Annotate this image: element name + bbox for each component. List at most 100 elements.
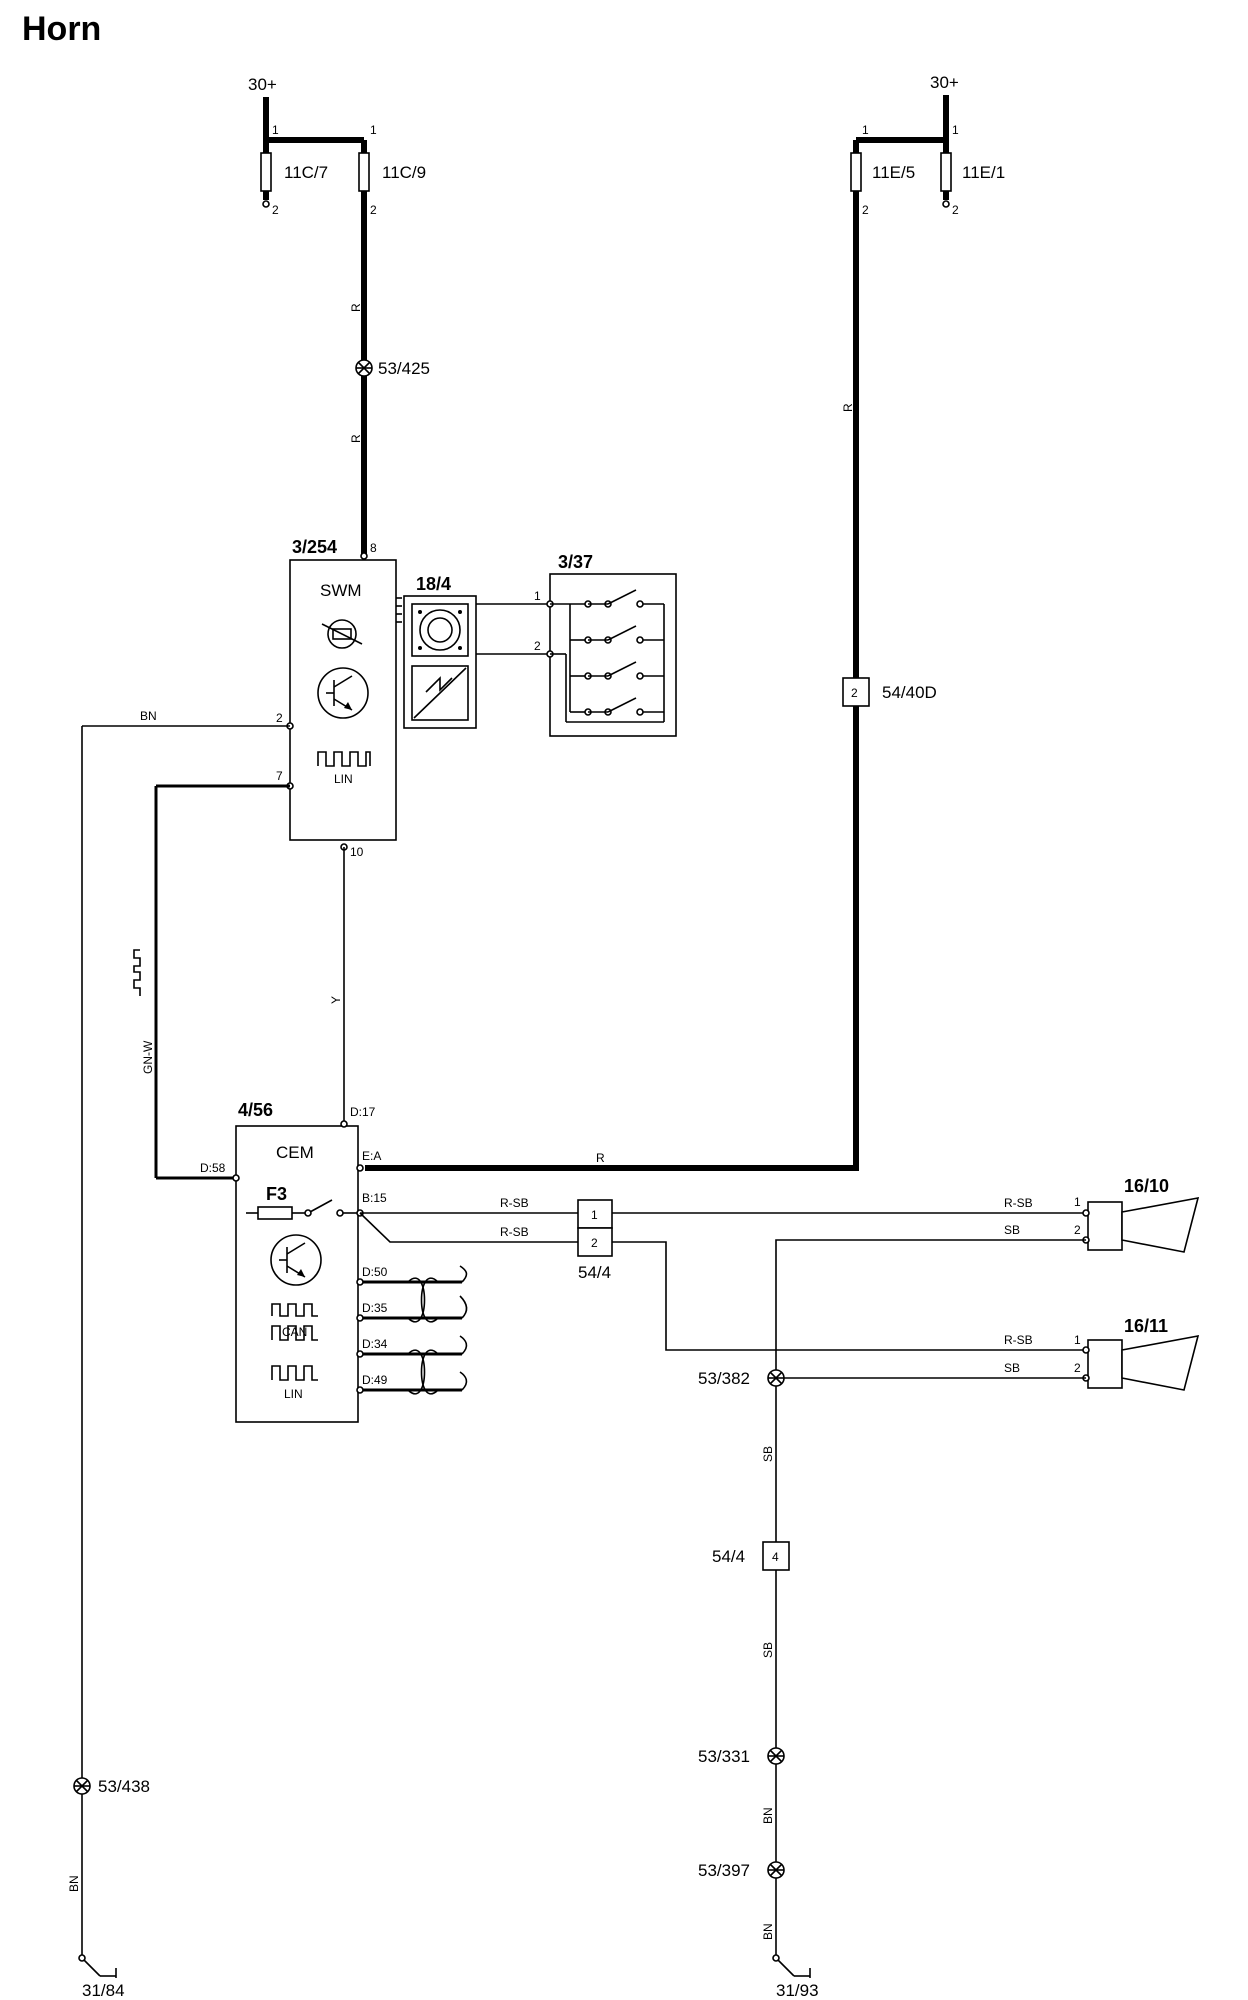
- wire-sb-horn-ground: SB SB 53/382 SB 4 54/4 SB 53/331 BN 53/3…: [698, 1223, 1086, 2000]
- wire-color-rsb-3: R-SB: [1004, 1196, 1033, 1210]
- fuse-11c9: [358, 152, 370, 192]
- connector-54-40d-pin: 2: [851, 686, 858, 700]
- horn-button-icon: [419, 609, 461, 651]
- connector-54-4-lower-label: 54/4: [712, 1547, 745, 1566]
- clock-spring-id: 18/4: [416, 574, 451, 594]
- horn-switch-id: 3/37: [558, 552, 593, 572]
- splice-53-382-label: 53/382: [698, 1369, 750, 1388]
- swm-name: SWM: [320, 581, 362, 600]
- wire-r-swm-supply: R 53/425 R: [349, 191, 430, 556]
- horn-16-11-id: 16/11: [1124, 1316, 1168, 1336]
- swm-box: [289, 559, 397, 841]
- connector-54-4-pin1: [577, 1199, 613, 1229]
- splice-53-331-label: 53/331: [698, 1747, 750, 1766]
- horn-16-10-pin-2: 2: [1074, 1223, 1081, 1237]
- wire-color-rsb-1: R-SB: [500, 1196, 529, 1210]
- steering-wheel-icon: [327, 619, 357, 649]
- wire-bn-swm-ground: BN 53/438 BN 31/84: [67, 709, 290, 2000]
- wire-color-r-4: R: [596, 1151, 605, 1165]
- diagram-title: Horn: [22, 10, 101, 48]
- switch-contacts: [584, 589, 644, 716]
- cem-pin-d34: D:34: [362, 1337, 388, 1351]
- connector-54-4-label: 54/4: [578, 1263, 611, 1282]
- lightning-icon: [425, 676, 453, 693]
- fuse-11c7-label: 11C/7: [284, 163, 328, 182]
- cem-fuse-f3-label: F3: [266, 1184, 287, 1204]
- can-signal-icon-2: [271, 1325, 318, 1341]
- can-lin-bus-wires: [363, 1265, 468, 1395]
- cem-pin-d17: D:17: [350, 1105, 376, 1119]
- splice-53-397-label: 53/397: [698, 1861, 750, 1880]
- horn-16-11-pin-2: 2: [1074, 1361, 1081, 1375]
- connector-54-40d: [842, 677, 870, 707]
- right-supply: 30+ 1 2 11E/5 1 2 11E/1: [850, 73, 1005, 217]
- cem-module: 4/56 D:17 CEM D:58 E:A F3 B:15 CAN LIN: [200, 1100, 468, 1423]
- swm-pin-8: 8: [370, 541, 377, 555]
- cem-pin-ea: E:A: [362, 1149, 381, 1163]
- pin-11c9-1: 1: [370, 123, 377, 137]
- horn-16-11-body: [1087, 1339, 1123, 1389]
- cem-pin-d49: D:49: [362, 1373, 388, 1387]
- cem-can-label: CAN: [282, 1325, 307, 1339]
- connector-54-4-pin2-label: 2: [591, 1236, 598, 1250]
- wire-color-bn-4: BN: [761, 1923, 775, 1940]
- cem-id: 4/56: [238, 1100, 273, 1120]
- wire-color-bn-3: BN: [761, 1807, 775, 1824]
- wire-y: Y: [329, 847, 345, 1122]
- wire-color-rsb-4: R-SB: [1004, 1333, 1033, 1347]
- connector-54-4-pin4-label: 4: [772, 1550, 779, 1564]
- fuse-11e1-label: 11E/1: [962, 163, 1005, 182]
- pin-11c7-1: 1: [272, 123, 279, 137]
- horn-16-10-id: 16/10: [1124, 1176, 1169, 1196]
- supply-30-right-label: 30+: [930, 73, 959, 92]
- cem-pin-d35: D:35: [362, 1301, 388, 1315]
- pin-11c7-2: 2: [272, 203, 279, 217]
- cem-name: CEM: [276, 1143, 314, 1162]
- connector-54-4-pin1-label: 1: [591, 1208, 598, 1222]
- swm-module: 3/254 8 SWM LIN 2 7 10: [276, 537, 402, 859]
- cem-lin-signal-icon: [271, 1365, 318, 1381]
- cem-pin-d50: D:50: [362, 1265, 388, 1279]
- wire-color-y: Y: [329, 996, 343, 1004]
- connector-54-4-pin4: [762, 1541, 790, 1571]
- wire-color-bn-2: BN: [67, 1875, 81, 1892]
- swm-pin-7: 7: [276, 769, 283, 783]
- wire-color-rsb-2: R-SB: [500, 1225, 529, 1239]
- wire-color-sb-2: SB: [1004, 1361, 1020, 1375]
- cem-box: [235, 1125, 359, 1423]
- horn-16-11: 16/11 1 2: [1074, 1316, 1200, 1391]
- horn-switch-3-37: 3/37 1 2: [534, 552, 677, 737]
- cem-pin-d58: D:58: [200, 1161, 226, 1175]
- splice-53-438-label: 53/438: [98, 1777, 150, 1796]
- wire-color-r-2: R: [349, 434, 363, 443]
- wire-color-bn-1: BN: [140, 709, 157, 723]
- wire-gnw-lin: GN-W: [133, 784, 290, 1180]
- fuse-11e5-label: 11E/5: [872, 163, 915, 182]
- pin-11e5-2: 2: [862, 203, 869, 217]
- swm-id: 3/254: [292, 537, 337, 557]
- transistor-icon: [317, 667, 369, 719]
- supply-30-left-label: 30+: [248, 75, 277, 94]
- horn-16-10: 16/10 1 2: [1074, 1176, 1200, 1253]
- wire-color-gnw: GN-W: [141, 1040, 155, 1074]
- swm-pin-10: 10: [350, 845, 364, 859]
- connector-54-40d-label: 54/40D: [882, 683, 937, 702]
- pin-11e1-2: 2: [952, 203, 959, 217]
- swm-pin-2: 2: [276, 711, 283, 725]
- splice-53-425-label: 53/425: [378, 359, 430, 378]
- can-signal-icon-1: [271, 1303, 318, 1317]
- horn-16-11-pin-1: 1: [1074, 1333, 1081, 1347]
- wire-color-sb-3: SB: [761, 1446, 775, 1462]
- horn-switch-pin-2: 2: [534, 639, 541, 653]
- wire-r-sb: R-SB R-SB 1 2 54/4 R-SB R-SB: [359, 1196, 1086, 1351]
- fuse-11e1: [940, 152, 952, 192]
- wire-color-r-3: R: [841, 403, 855, 412]
- left-supply: 30+ 1 2 11C/7 1 2 11C/9: [248, 75, 426, 217]
- cem-lin-label: LIN: [284, 1387, 303, 1401]
- cem-pin-b15: B:15: [362, 1191, 387, 1205]
- horn-16-10-pin-1: 1: [1074, 1195, 1081, 1209]
- clock-spring-box: [403, 595, 477, 729]
- pin-11c9-2: 2: [370, 203, 377, 217]
- wire-color-r-1: R: [349, 303, 363, 312]
